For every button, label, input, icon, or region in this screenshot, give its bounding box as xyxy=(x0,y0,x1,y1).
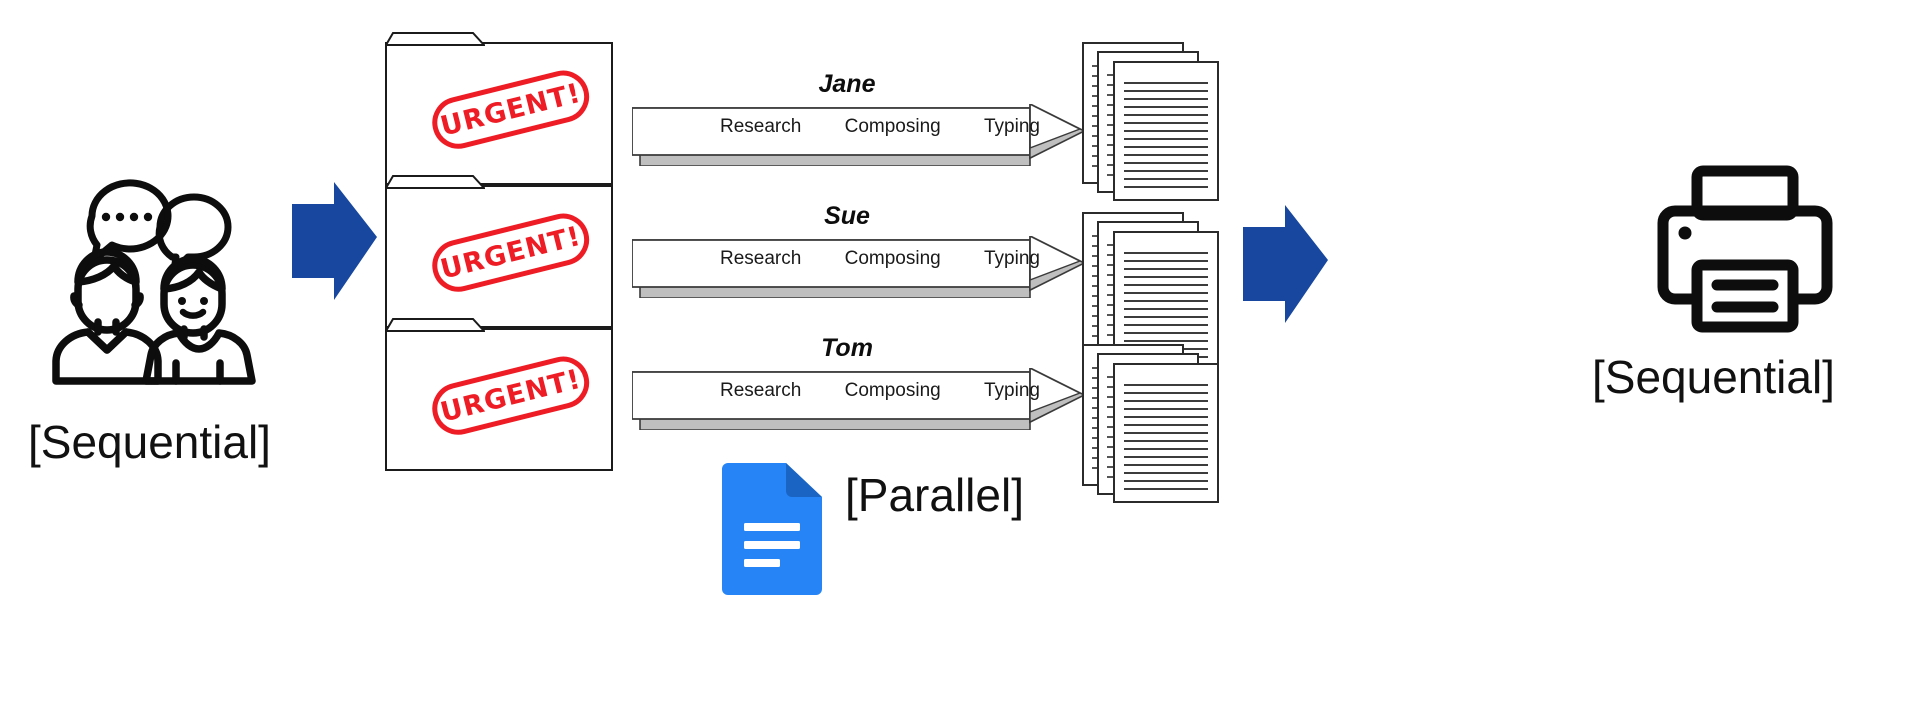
process-step-label: Typing xyxy=(984,380,1040,401)
right-arrow-icon xyxy=(1243,205,1328,345)
urgent-stamp-text: URGENT! xyxy=(437,220,585,286)
right-caption-sequential: [Sequential] xyxy=(1592,351,1835,403)
process-name-sue: Sue xyxy=(824,202,870,230)
process-step-label: Research xyxy=(720,380,802,401)
process-row-jane: Jane Research Composing Typing xyxy=(632,70,1084,180)
process-steps-tom: Research Composing Typing xyxy=(720,376,1040,406)
process-step-label: Research xyxy=(720,248,802,269)
left-caption-sequential: [Sequential] xyxy=(28,416,271,468)
folder-tab-icon xyxy=(385,175,485,189)
document-stack-tom xyxy=(1082,344,1222,504)
process-step-label: Composing xyxy=(844,248,941,269)
folder-item-1[interactable]: URGENT! xyxy=(385,32,613,185)
right-arrow-icon xyxy=(292,182,377,322)
process-arrow-bar xyxy=(632,368,1084,430)
urgent-stamp: URGENT! xyxy=(417,351,602,441)
process-row-tom: Tom Research Composing Typing xyxy=(632,334,1084,444)
folder-tab-icon xyxy=(385,318,485,332)
folder-item-3[interactable]: URGENT! xyxy=(385,318,613,471)
urgent-stamp: URGENT! xyxy=(417,208,602,298)
process-arrow-bar xyxy=(632,236,1084,298)
folder-tab-icon xyxy=(385,32,485,46)
urgent-stamp-text: URGENT! xyxy=(437,363,585,429)
folder-stack: URGENT! URGENT! xyxy=(385,30,625,471)
document-stack-sue xyxy=(1082,212,1222,372)
parallel-caption: [Parallel] xyxy=(845,469,1024,521)
process-step-label: Composing xyxy=(844,116,941,137)
process-step-label: Composing xyxy=(844,380,941,401)
google-docs-icon xyxy=(722,463,822,595)
document-stack-jane xyxy=(1082,42,1222,202)
urgent-stamp: URGENT! xyxy=(417,65,602,155)
process-name-jane: Jane xyxy=(818,70,876,98)
printer-icon xyxy=(1655,165,1835,335)
two-people-talking-icon xyxy=(40,170,300,400)
folder-item-2[interactable]: URGENT! xyxy=(385,175,613,328)
process-step-label: Typing xyxy=(984,116,1040,137)
process-row-sue: Sue Research Composing Typing xyxy=(632,202,1084,312)
urgent-stamp-text: URGENT! xyxy=(437,77,585,143)
process-steps-sue: Research Composing Typing xyxy=(720,244,1040,274)
process-name-tom: Tom xyxy=(821,334,873,362)
process-step-label: Research xyxy=(720,116,802,137)
process-steps-jane: Research Composing Typing xyxy=(720,112,1040,142)
process-step-label: Typing xyxy=(984,248,1040,269)
process-arrow-bar xyxy=(632,104,1084,166)
